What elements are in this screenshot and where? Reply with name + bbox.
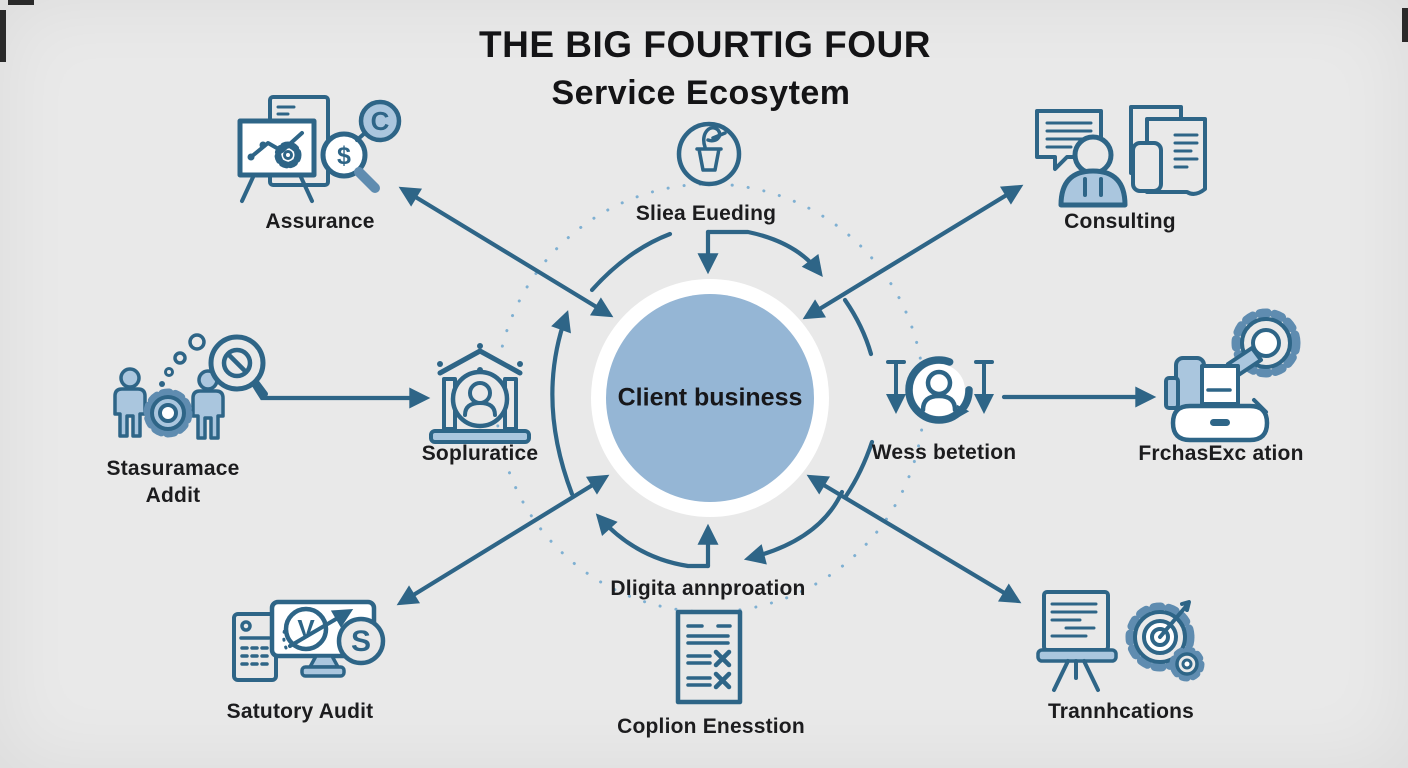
edge-artifact-marks bbox=[0, 0, 1408, 62]
diagram-title-line2: Service Ecosytem bbox=[551, 74, 851, 112]
label-sopluratice: Sopluratice bbox=[421, 442, 539, 465]
person-rotation-icon bbox=[888, 356, 992, 421]
center-circle-label: Client business bbox=[617, 383, 803, 412]
c-badge-circle bbox=[358, 99, 402, 143]
label-consulting: Consulting bbox=[1064, 210, 1176, 233]
label-wess-betetion: Wess betetion bbox=[871, 441, 1017, 464]
check-mark-text: V bbox=[297, 614, 315, 644]
c-badge-text: C bbox=[371, 106, 390, 136]
bank-icon bbox=[429, 343, 531, 444]
label-stasuramace-line2: Addit bbox=[145, 484, 201, 507]
label-satutory-audit: Satutory Audit bbox=[226, 700, 374, 723]
label-trannhcations: Trannhcations bbox=[1047, 700, 1195, 723]
calculator-monitor-icon: V S bbox=[232, 599, 386, 682]
diagram-title-line1: THE BIG FOURTIG FOUR bbox=[479, 24, 931, 65]
magnifier-dollar-text: $ bbox=[337, 142, 351, 170]
client-business-circle bbox=[591, 279, 829, 517]
people-gear-audit-icon bbox=[113, 333, 268, 440]
checklist-document-icon bbox=[675, 609, 743, 705]
label-stasuramace-line1: Stasuramace bbox=[106, 457, 240, 480]
plant-pot-icon bbox=[676, 121, 742, 187]
spoke-arrows bbox=[245, 184, 1157, 606]
s-badge-text: S bbox=[351, 625, 371, 658]
assurance-icon: $ C bbox=[237, 95, 402, 203]
machine-gear-icon bbox=[1164, 308, 1301, 443]
consulting-icon bbox=[1035, 105, 1207, 208]
label-dligita-annproation: Dligita annproation bbox=[610, 577, 806, 600]
label-assurance: Assurance bbox=[265, 210, 375, 233]
label-stasuramace-addit: Stasuramace Addit bbox=[107, 455, 240, 509]
magnifier-ban-icon bbox=[208, 334, 268, 397]
s-badge-circle bbox=[336, 616, 386, 666]
label-coplion-enesstion: Coplion Enesstion bbox=[617, 715, 805, 738]
label-sliea-eueding: Sliea Eueding bbox=[635, 202, 777, 225]
flipchart-gear-icon bbox=[1036, 590, 1205, 692]
label-frchasexc-ation: FrchasExc ation bbox=[1138, 442, 1304, 465]
